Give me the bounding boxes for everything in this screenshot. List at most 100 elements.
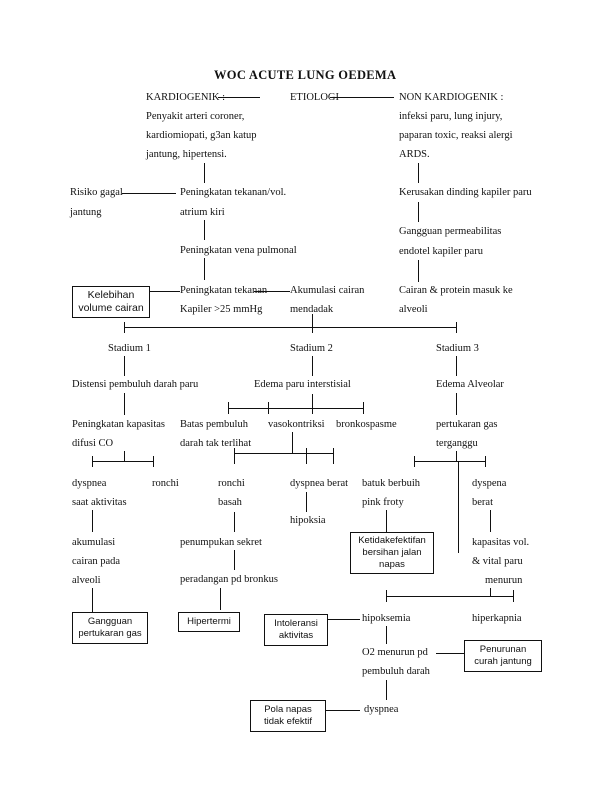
o2-menurun-2: pembuluh darah (362, 666, 430, 677)
connector-line (312, 322, 314, 333)
akumulasi-alveoli-1: akumulasi (72, 537, 116, 548)
akumulasi-alveoli-3: alveoli (72, 575, 101, 586)
connector-line (124, 451, 126, 462)
connector-line (312, 356, 314, 376)
connector-line (418, 163, 420, 183)
penumpukan-sekret: penumpukan sekret (180, 537, 262, 548)
diagnosis-label: Ketidakefektifan (358, 535, 426, 546)
diagnosis-label: Hipertermi (187, 616, 231, 627)
diagnosis-label: Pola napas (264, 704, 312, 715)
connector-line (328, 619, 360, 621)
connector-line (414, 461, 486, 463)
stadium-2-label: Stadium 2 (290, 343, 333, 354)
connector-line (234, 448, 236, 464)
label-non-kardiogenik: NON KARDIOGENIK : (399, 92, 504, 103)
ronchi-stadium1: ronchi (152, 478, 179, 489)
diagnosis-ketidakefektifan-bersihan-jalan-napas: Ketidakefektifan bersihan jalan napas (350, 532, 434, 574)
kardio-cause-3: jantung, hipertensi. (146, 149, 227, 160)
kardio-cause-2: kardiomiopati, g3an katup (146, 130, 257, 141)
connector-line (204, 163, 206, 183)
peradangan-bronkus: peradangan pd bronkus (180, 574, 278, 585)
connector-line (220, 588, 222, 610)
kapasitas-vital-3: menurun (485, 575, 523, 586)
o2-menurun-1: O2 menurun pd (362, 647, 428, 658)
batuk-berbuih-1: batuk berbuih (362, 478, 421, 489)
connector-line (326, 710, 360, 712)
edema-alveolar: Edema Alveolar (436, 379, 504, 390)
connector-line (122, 193, 176, 195)
connector-line (418, 260, 420, 282)
connector-line (386, 590, 388, 602)
diagnosis-label: curah jantung (474, 656, 532, 667)
connector-line (456, 356, 458, 376)
connector-line (333, 448, 335, 464)
dyspnea-1: dyspnea (72, 478, 107, 489)
kerusakan-dinding: Kerusakan dinding kapiler paru (399, 187, 532, 198)
connector-line (386, 626, 388, 644)
connector-line (485, 456, 487, 467)
kapasitas-difusi-2: difusi CO (72, 438, 114, 449)
connector-line (124, 322, 126, 333)
connector-line (234, 512, 236, 532)
stadium-3-label: Stadium 3 (436, 343, 479, 354)
connector-line (456, 451, 458, 462)
hipoksemia: hipoksemia (362, 613, 411, 624)
connector-line (254, 291, 290, 293)
vena-pulmonal: Peningkatan vena pulmonal (180, 245, 297, 256)
nonkardio-cause-1: infeksi paru, lung injury, (399, 111, 503, 122)
stadium-bar (124, 327, 457, 329)
diagnosis-label: Penurunan (479, 644, 527, 655)
connector-line (456, 322, 458, 333)
dyspnea-s3: dyspnea (364, 704, 399, 715)
diagnosis-label: pertukaran gas (78, 628, 142, 639)
connector-line (458, 461, 460, 553)
connector-line (386, 680, 388, 700)
tekanan-kapiler-2: Kapiler >25 mmHg (180, 304, 263, 315)
permeabilitas-2: endotel kapiler paru (399, 246, 483, 257)
connector-line (150, 291, 180, 293)
connector-line (234, 550, 236, 570)
kapasitas-vital-2: & vital paru (472, 556, 523, 567)
connector-line (153, 456, 155, 467)
dyspena-berat-1: dyspena (472, 478, 507, 489)
dyspnea-2: saat aktivitas (72, 497, 127, 508)
connector-line (228, 408, 364, 410)
connector-line (312, 394, 314, 414)
hiperkapnia: hiperkapnia (472, 613, 522, 624)
label-kardiogenik: KARDIOGENIK : (146, 92, 226, 103)
batas-pembuluh-1: Batas pembuluh (180, 419, 248, 430)
connector-line (312, 314, 314, 328)
connector-line (418, 202, 420, 222)
diagnosis-gangguan-pertukaran-gas: Gangguan pertukaran gas (72, 612, 148, 644)
diagnosis-pola-napas-tidak-efektif: Pola napas tidak efektif (250, 700, 326, 732)
connector-line (92, 510, 94, 532)
vasokontriksi: vasokontriksi (268, 419, 325, 430)
diagnosis-label: volume cairan (78, 302, 144, 314)
dyspena-berat-2: berat (472, 497, 493, 508)
connector-line (363, 402, 365, 414)
akumulasi-cairan-2: mendadak (290, 304, 334, 315)
connector-line (228, 402, 230, 414)
diagnosis-hipertermi: Hipertermi (178, 612, 240, 632)
kardio-cause-1: Penyakit arteri coroner, (146, 111, 245, 122)
diagnosis-label: Kelebihan (87, 289, 135, 301)
batuk-berbuih-2: pink froty (362, 497, 404, 508)
kapasitas-difusi-1: Peningkatan kapasitas (72, 419, 166, 430)
connector-line (92, 456, 94, 467)
connector-line (234, 453, 334, 455)
tekanan-atrium-1: Peningkatan tekanan/vol. (180, 187, 287, 198)
diagnosis-intoleransi-aktivitas: Intoleransi aktivitas (264, 614, 328, 646)
label-etiologi: ETIOLOGI (290, 92, 339, 103)
cairan-protein-1: Cairan & protein masuk ke (399, 285, 513, 296)
bronkospasme: bronkospasme (336, 419, 397, 430)
tekanan-atrium-2: atrium kiri (180, 207, 225, 218)
akumulasi-alveoli-2: cairan pada (72, 556, 121, 567)
diagnosis-label: Gangguan (87, 616, 133, 627)
tekanan-kapiler-1: Peningkatan tekanan (180, 285, 268, 296)
connector-line (306, 492, 308, 512)
distensi-pembuluh: Distensi pembuluh darah paru (72, 379, 199, 390)
connector-line (456, 393, 458, 415)
connector-line (218, 97, 260, 99)
connector-line (204, 220, 206, 240)
